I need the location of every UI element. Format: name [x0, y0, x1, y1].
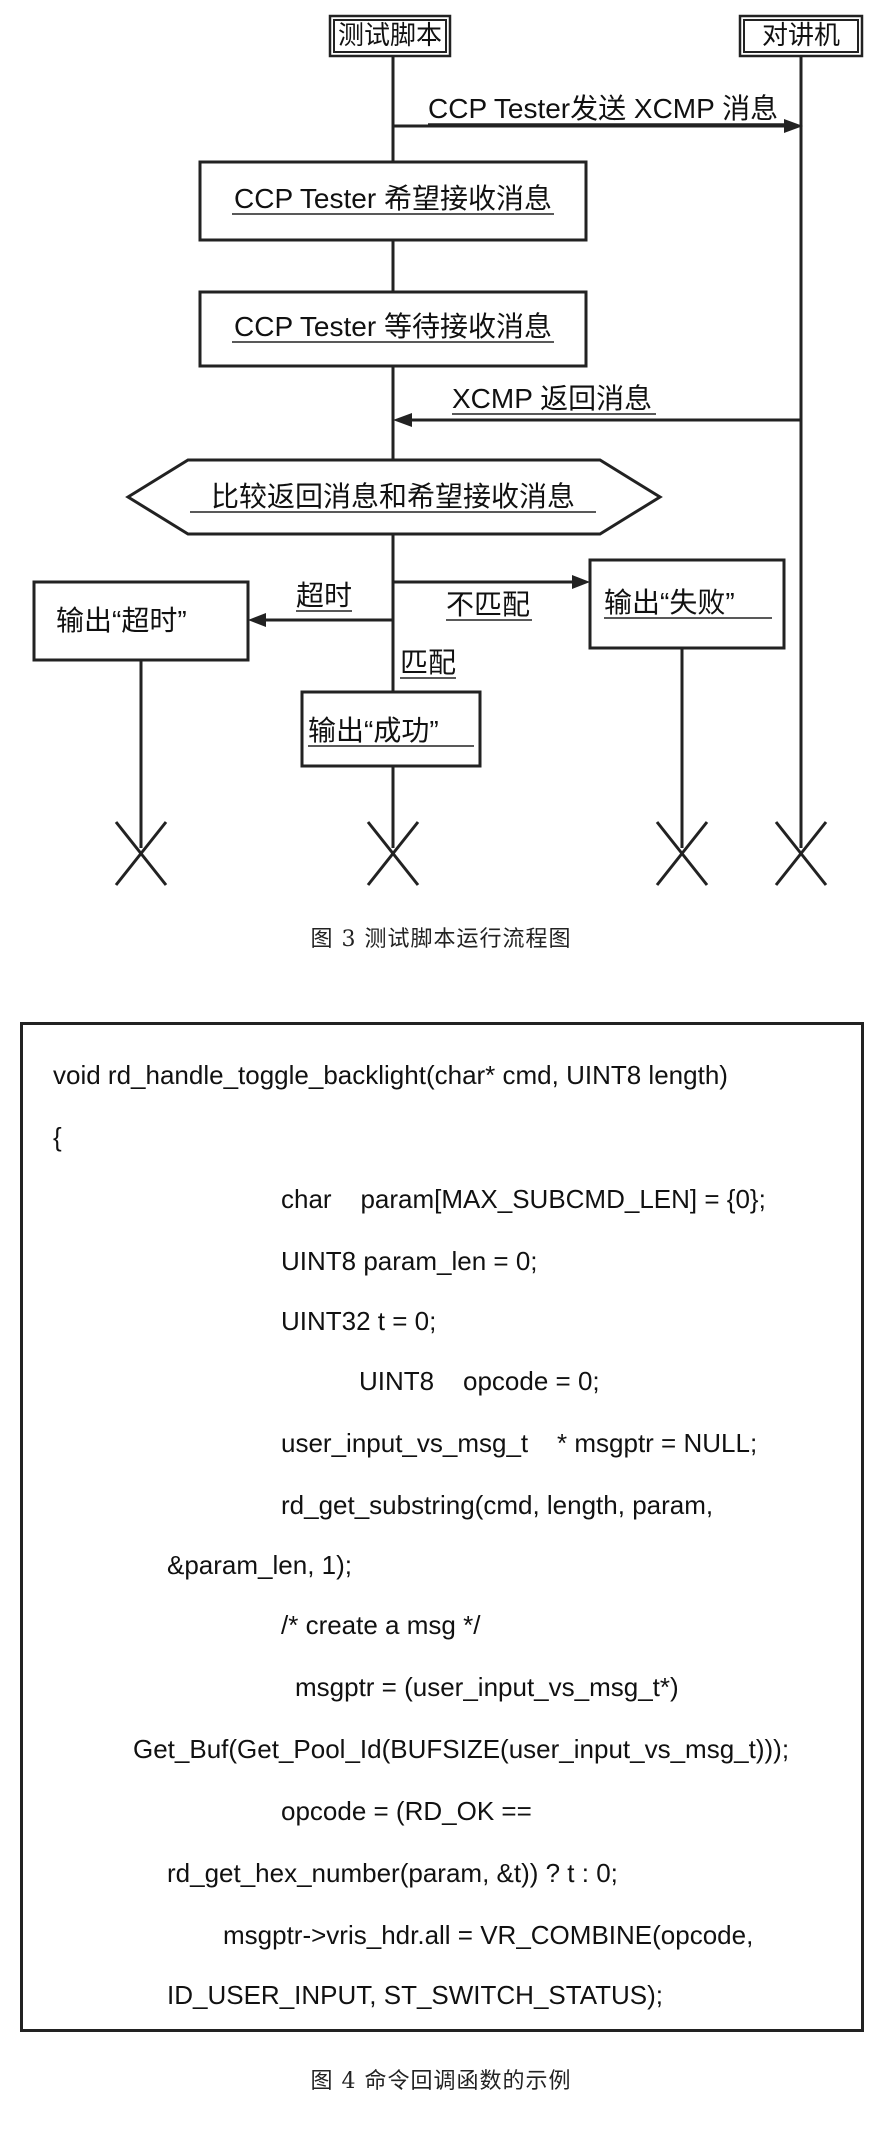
terminator-fail	[655, 821, 709, 886]
code-line: char param[MAX_SUBCMD_LEN] = {0};	[281, 1184, 766, 1214]
code-line: UINT32 t = 0;	[281, 1306, 437, 1336]
box-expect-label: CCP Tester 希望接收消息	[234, 183, 552, 214]
flowchart-diagram: 测试脚本 对讲机 CCP Tester发送 XCMP 消息 CCP Tester…	[32, 14, 864, 886]
lifeline-head-radio: 对讲机	[738, 14, 864, 58]
branch-mismatch-label: 不匹配	[446, 589, 530, 620]
box-wait-label: CCP Tester 等待接收消息	[234, 311, 552, 342]
code-line: Get_Buf(Get_Pool_Id(BUFSIZE(user_input_v…	[133, 1734, 790, 1764]
branch-mismatch: 不匹配	[393, 575, 590, 621]
output-timeout: 输出“超时”	[32, 580, 250, 662]
code-line: void rd_handle_toggle_backlight(char* cm…	[53, 1060, 728, 1090]
branch-timeout-label: 超时	[296, 580, 352, 611]
figure4-caption: 图 4 命令回调函数的示例	[310, 2069, 572, 2094]
lifeline-radio-label: 对讲机	[762, 20, 840, 50]
box-expect: CCP Tester 希望接收消息	[198, 160, 588, 242]
code-line: UINT8 opcode = 0;	[359, 1366, 600, 1396]
code-listing: void rd_handle_toggle_backlight(char* cm…	[20, 1022, 864, 2032]
code-line: msgptr->vris_hdr.all = VR_COMBINE(opcode…	[223, 1920, 754, 1950]
message-send-label: CCP Tester发送 XCMP 消息	[428, 93, 778, 124]
message-send: CCP Tester发送 XCMP 消息	[393, 93, 803, 133]
code-line: rd_get_substring(cmd, length, param,	[281, 1490, 714, 1520]
branch-match: 匹配	[400, 647, 456, 679]
code-line: /* create a msg */	[281, 1610, 481, 1640]
code-line: {	[53, 1122, 62, 1152]
branch-match-label: 匹配	[400, 647, 456, 678]
code-line: ID_USER_INPUT, ST_SWITCH_STATUS);	[167, 1980, 663, 2010]
code-line: opcode = (RD_OK ==	[281, 1796, 532, 1826]
lifeline-script-label: 测试脚本	[338, 20, 442, 50]
output-success: 输出“成功”	[300, 690, 482, 768]
message-return-label: XCMP 返回消息	[452, 383, 652, 414]
code-line: user_input_vs_msg_t * msgptr = NULL;	[281, 1428, 758, 1458]
lifeline-head-script: 测试脚本	[328, 14, 452, 58]
terminator-timeout	[114, 821, 168, 886]
code-line: msgptr = (user_input_vs_msg_t*)	[295, 1672, 679, 1702]
figure3-caption: 图 3 测试脚本运行流程图	[310, 927, 572, 952]
code-line: rd_get_hex_number(param, &t)) ? t : 0;	[167, 1858, 618, 1888]
branch-timeout: 超时	[248, 580, 393, 627]
message-return: XCMP 返回消息	[393, 383, 801, 427]
output-fail-label: 输出“失败”	[604, 587, 735, 618]
output-fail: 输出“失败”	[588, 558, 786, 650]
output-success-label: 输出“成功”	[308, 715, 439, 746]
box-wait: CCP Tester 等待接收消息	[198, 290, 588, 368]
terminator-script	[366, 821, 420, 886]
terminator-radio	[774, 821, 828, 886]
decision-compare: 比较返回消息和希望接收消息	[125, 458, 663, 536]
decision-compare-label: 比较返回消息和希望接收消息	[211, 481, 575, 512]
output-timeout-label: 输出“超时”	[56, 605, 187, 636]
code-line: &param_len, 1);	[167, 1550, 352, 1580]
code-line: UINT8 param_len = 0;	[281, 1246, 538, 1276]
